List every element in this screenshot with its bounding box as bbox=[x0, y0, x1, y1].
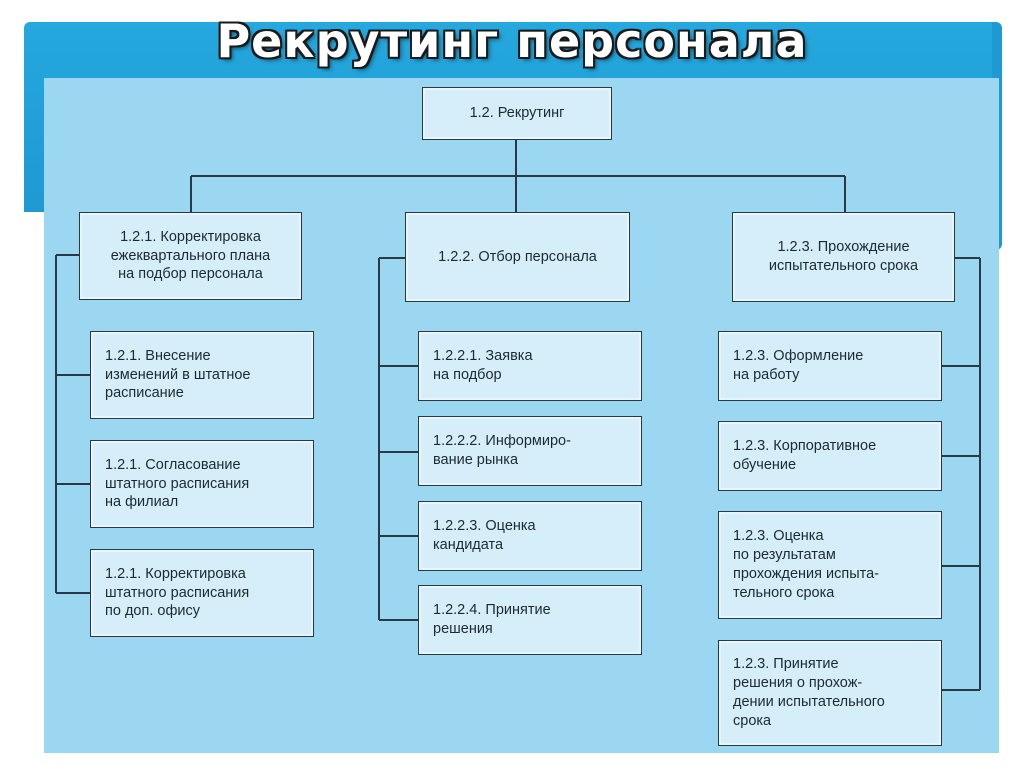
node-branch-1-child-1: 1.2.1. Внесение изменений в штатное расп… bbox=[90, 331, 314, 419]
node-branch-3: 1.2.3. Прохождение испытательного срока bbox=[732, 212, 955, 302]
node-branch-2-child-3: 1.2.2.3. Оценка кандидата bbox=[418, 501, 642, 571]
node-branch-1-child-2: 1.2.1. Согласование штатного расписания … bbox=[90, 440, 314, 528]
node-branch-2-child-2: 1.2.2.2. Информиро- вание рынка bbox=[418, 416, 642, 486]
node-branch-1: 1.2.1. Корректировка ежеквартального пла… bbox=[79, 212, 302, 300]
node-branch-3-child-2: 1.2.3. Корпоративное обучение bbox=[718, 421, 942, 491]
node-branch-2-child-4: 1.2.2.4. Принятие решения bbox=[418, 585, 642, 655]
node-branch-2: 1.2.2. Отбор персонала bbox=[405, 212, 630, 302]
node-branch-3-child-1: 1.2.3. Оформление на работу bbox=[718, 331, 942, 401]
node-branch-3-child-3: 1.2.3. Оценка по результатам прохождения… bbox=[718, 511, 942, 619]
node-branch-2-child-1: 1.2.2.1. Заявка на подбор bbox=[418, 331, 642, 401]
slide-title: Рекрутинг персонала bbox=[216, 14, 808, 68]
node-branch-1-child-3: 1.2.1. Корректировка штатного расписания… bbox=[90, 549, 314, 637]
node-branch-3-child-4: 1.2.3. Принятие решения о прохож- дении … bbox=[718, 640, 942, 746]
node-root: 1.2. Рекрутинг bbox=[422, 87, 612, 140]
